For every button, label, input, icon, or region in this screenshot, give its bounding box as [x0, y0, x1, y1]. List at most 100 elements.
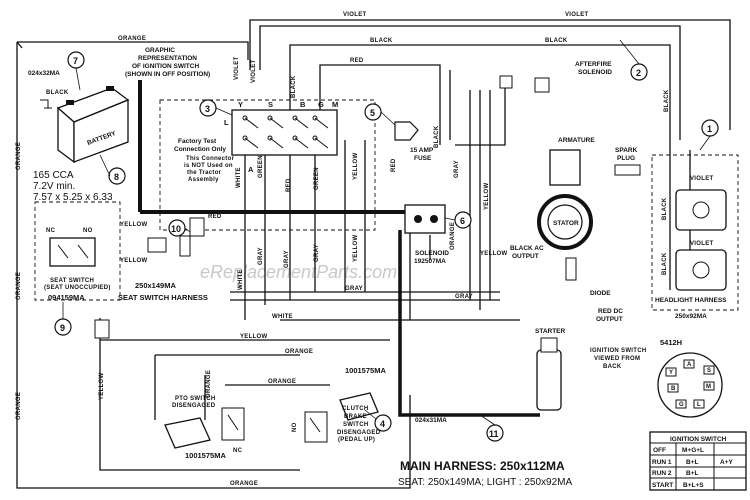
engine-stator: ARMATURE SPARK PLUG STATOR BLACK AC OUTP… [510, 137, 641, 323]
ignition-key-view: 5412H IGNITION SWITCH VIEWED FROM BACK Y… [590, 338, 723, 418]
afterfire-line1: AFTERFIRE [575, 61, 612, 68]
factory-test-line1: Factory Test [178, 138, 217, 145]
ignition-switch-graphic: GRAPHIC REPRESENTATION OF IGNITION SWITC… [125, 47, 338, 174]
wire-label-violet: VIOLET [690, 176, 714, 182]
wire-label-gray: GRAY [455, 294, 473, 300]
wire-label-green: GREEN [314, 167, 320, 190]
diode-label: DIODE [590, 290, 611, 297]
wire-label-red: RED [391, 158, 397, 172]
starter-label: STARTER [535, 328, 566, 335]
pto-switch-line1: PTO SWITCH [175, 396, 216, 402]
callout-8: 8 [114, 172, 119, 182]
terminal-y: Y [238, 100, 243, 109]
battery-dimensions: 7.57 x 5.25 x 6.33 [33, 192, 113, 203]
starter: STARTER 024x31MA [415, 328, 566, 424]
ignition-graphic-line3: OF IGNITION SWITCH [132, 63, 199, 70]
solenoid-part-number: 192507MA [414, 258, 446, 265]
armature-label: ARMATURE [558, 137, 595, 144]
ign-row-run1-value2: A+Y [720, 459, 733, 466]
headlight-harness: VIOLET VIOLET BLACK BLACK HEADLIGHT HARN… [655, 176, 727, 320]
terminal-b: B [300, 100, 306, 109]
starter-solenoid: SOLENOID 192507MA [404, 204, 449, 265]
terminal-l: L [224, 118, 229, 127]
key-pin-l: L [697, 402, 701, 408]
wire-label-orange: ORANGE [16, 392, 22, 420]
seat-harness-label: SEAT SWITCH HARNESS [118, 293, 208, 302]
seat-switch-line2: (SEAT UNOCCUPIED) [44, 285, 111, 291]
ignition-graphic-line2: REPRESENTATION [138, 55, 197, 62]
red-dc-output-line2: OUTPUT [596, 316, 623, 323]
terminal-s: S [268, 100, 273, 109]
black-ac-output-line2: OUTPUT [512, 253, 539, 260]
callout-1: 1 [707, 124, 712, 134]
wire-label-yellow: YELLOW [240, 334, 268, 340]
wire-label-orange: ORANGE [206, 370, 212, 398]
starter-cable-part: 024x31MA [415, 417, 447, 424]
callout-numbers: 1 2 3 4 5 6 7 8 9 10 11 [60, 56, 712, 439]
wire-label-yellow: YELLOW [120, 222, 148, 228]
factory-test-line2: Connection Only [174, 146, 226, 153]
ign-row-run1-value: B+L [686, 459, 698, 466]
key-view-line1: IGNITION SWITCH [590, 348, 647, 354]
seat-harness-part: 250x149MA [135, 281, 176, 290]
fuse-label: FUSE [414, 155, 432, 162]
wire-label-black: BLACK [664, 89, 670, 112]
callout-9: 9 [60, 323, 65, 333]
main-harness-label: MAIN HARNESS: 250x112MA [400, 459, 565, 473]
wire-label-gray: GRAY [454, 160, 460, 178]
ign-row-off: OFF [653, 447, 666, 454]
wire-label-violet: VIOLET [690, 241, 714, 247]
ign-row-start-value: B+L+S [683, 482, 704, 489]
wire-label-orange: ORANGE [16, 142, 22, 170]
wire-label-orange: ORANGE [285, 349, 313, 355]
wire-label-violet: VIOLET [343, 12, 367, 18]
pto-switch-line2: DISENGAGED [172, 403, 216, 409]
wire-label-black: BLACK [46, 90, 69, 96]
key-view-line3: BACK [603, 364, 622, 370]
wire-label-white: WHITE [238, 269, 244, 290]
wire-label-violet: VIOLET [234, 56, 240, 80]
clutch-line5: (PEDAL UP) [338, 437, 375, 443]
wire-label-orange: ORANGE [118, 36, 146, 42]
key-pin-y: Y [669, 370, 673, 376]
solenoid-label: SOLENOID [415, 250, 449, 257]
factory-test-note2: is NOT Used on [184, 163, 233, 169]
wire-label-white: WHITE [272, 314, 293, 320]
wire-label-orange: ORANGE [16, 272, 22, 300]
terminal-a: A [248, 165, 254, 174]
factory-test-connector: Factory Test Connection Only This Connec… [174, 138, 234, 237]
wire-label-green: GREEN [258, 155, 264, 178]
callout-5: 5 [370, 108, 375, 118]
ignition-switch-table: IGNITION SWITCH OFF M+G+L RUN 1 B+L A+Y … [649, 431, 747, 491]
callout-10: 10 [171, 224, 181, 234]
red-dc-output-line1: RED DC [598, 308, 623, 315]
factory-test-note3: the Tractor [187, 170, 222, 176]
spark-plug-line1: SPARK [615, 147, 638, 154]
headlight-harness-part: 250x92MA [675, 313, 707, 320]
terminal-g: G [318, 100, 324, 109]
spark-plug-line2: PLUG [617, 155, 635, 162]
callout-3: 3 [205, 104, 210, 114]
wire-label-black: BLACK [370, 38, 393, 44]
clutch-line2: BRAKE [344, 414, 367, 420]
ign-row-run2-value: B+L [686, 470, 698, 477]
wire-label-red: RED [208, 214, 222, 220]
clutch-no-label: NO [292, 422, 298, 432]
clutch-line1: CLUTCH [342, 406, 368, 412]
callout-4: 4 [380, 419, 385, 429]
pto-switch: PTO SWITCH DISENGAGED NC 1001575MA [164, 396, 245, 460]
wire-label-orange: ORANGE [450, 222, 456, 250]
stator-label: STATOR [553, 220, 579, 227]
ign-row-start: START [652, 482, 673, 489]
pto-nc-label: NC [233, 448, 243, 454]
key-pin-m: M [706, 384, 711, 390]
wire-label-red: RED [350, 58, 364, 64]
wire-label-violet: VIOLET [251, 59, 257, 83]
callout-leaders [62, 39, 711, 426]
seat-switch-part: 094159MA [48, 293, 85, 302]
wire-label-orange: ORANGE [268, 379, 296, 385]
afterfire-solenoid: AFTERFIRE SOLENOID [499, 61, 612, 93]
ign-table-title: IGNITION SWITCH [670, 436, 727, 443]
wire-label-black: BLACK [662, 197, 668, 220]
clutch-part-number: 1001575MA [345, 366, 386, 375]
